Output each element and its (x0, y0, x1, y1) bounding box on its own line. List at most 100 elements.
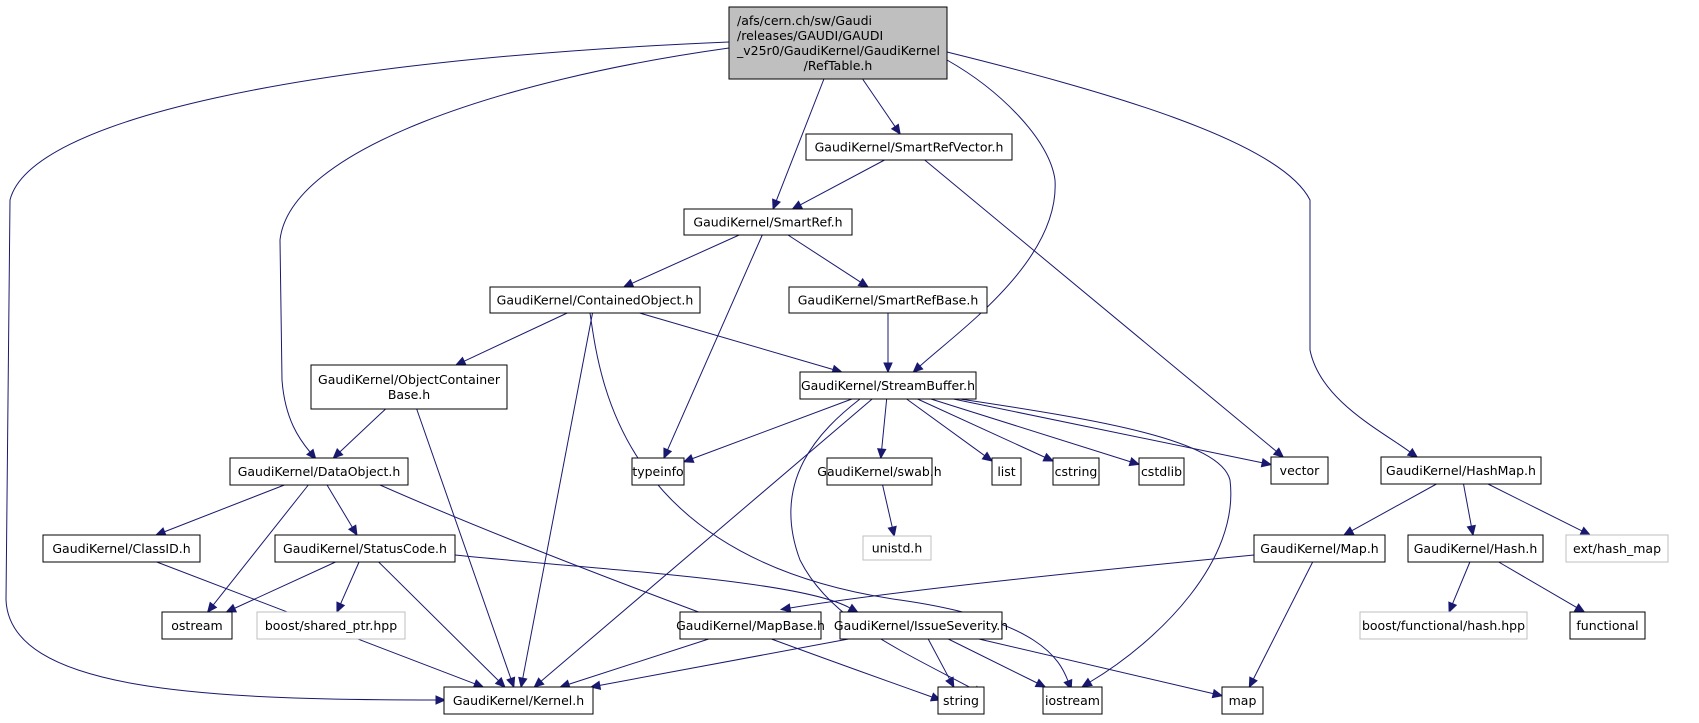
node-swab[interactable]: GaudiKernel/swab.h (817, 457, 942, 486)
edge-line (930, 398, 1131, 463)
edge-line (953, 398, 1263, 464)
arrowhead-icon (306, 448, 317, 460)
edge-containedobject-to-kernel (518, 312, 594, 689)
node-statuscode[interactable]: GaudiKernel/StatusCode.h (274, 534, 456, 563)
node-box (161, 611, 233, 640)
edge-issueseverity-to-iostream (948, 638, 1047, 688)
node-ostream[interactable]: ostream (161, 611, 233, 640)
edge-line (917, 398, 1046, 458)
node-label: typeinfo (632, 464, 683, 479)
node-box (229, 457, 409, 486)
edge-smartrefvector-to-smartref (791, 159, 885, 210)
edge-line (416, 408, 512, 679)
edge-line (1498, 561, 1577, 608)
node-mapbase[interactable]: GaudiKernel/MapBase.h (676, 611, 825, 640)
node-list[interactable]: list (991, 457, 1022, 486)
node-dataobject[interactable]: GaudiKernel/DataObject.h (229, 457, 409, 486)
edge-root-to-smartref (772, 78, 825, 211)
node-box (1052, 457, 1100, 486)
edge-line (1351, 483, 1437, 532)
node-kernel[interactable]: GaudiKernel/Kernel.h (443, 686, 594, 715)
edge-line (212, 484, 309, 606)
edge-line (787, 234, 861, 283)
node-map-h[interactable]: GaudiKernel/Map.h (1253, 534, 1386, 563)
node-hash-h[interactable]: GaudiKernel/Hash.h (1407, 534, 1544, 563)
arrowhead-icon (1128, 457, 1141, 467)
node-label: /releases/GAUDI/GAUDI (737, 28, 883, 43)
edge-hash_h-to-boost_hash (1448, 561, 1471, 614)
node-label: /afs/cern.ch/sw/Gaudi (737, 13, 872, 28)
node-typeinfo[interactable]: typeinfo (631, 457, 685, 486)
edge-hash_h-to-functional (1498, 561, 1586, 613)
node-box (256, 611, 406, 640)
edge-line (919, 59, 1056, 367)
node-string[interactable]: string (937, 686, 985, 715)
arrowhead-icon (1211, 688, 1224, 699)
edge-line (540, 398, 873, 682)
arrowhead-icon (622, 278, 635, 288)
node-hashmap[interactable]: GaudiKernel/HashMap.h (1380, 456, 1542, 485)
edge-line (906, 398, 986, 457)
node-cstring[interactable]: cstring (1052, 457, 1100, 486)
edge-statuscode-to-issueseverity (454, 554, 859, 613)
node-box (1380, 456, 1542, 485)
node-box (937, 686, 985, 715)
arrowhead-icon (1579, 526, 1592, 536)
edge-line (379, 484, 933, 698)
node-issueseverity[interactable]: GaudiKernel/IssueSeverity.h (834, 611, 1008, 640)
arrowhead-icon (506, 676, 516, 689)
arrowhead-icon (332, 448, 344, 459)
node-streambuffer[interactable]: GaudiKernel/StreamBuffer.h (799, 371, 977, 400)
arrowhead-icon (1448, 601, 1458, 614)
arrowhead-icon (533, 677, 545, 688)
edge-line (631, 234, 740, 284)
edge-line (279, 47, 730, 453)
node-functional[interactable]: functional (1569, 611, 1646, 640)
arrowhead-icon (847, 603, 859, 613)
node-label: string (943, 693, 979, 708)
edge-line (454, 554, 851, 609)
arrowhead-icon (472, 679, 485, 689)
node-label: cstdlib (1141, 464, 1182, 479)
edge-smartref-to-smartrefbase (787, 234, 870, 288)
node-box (42, 534, 201, 563)
node-smartrefvector[interactable]: GaudiKernel/SmartRefVector.h (805, 133, 1013, 161)
arrowhead-icon (890, 123, 901, 136)
arrowhead-icon (347, 524, 358, 537)
node-box (1042, 686, 1103, 715)
node-vector[interactable]: vector (1270, 456, 1329, 485)
arrowhead-icon (518, 676, 528, 689)
node-box (1569, 611, 1646, 640)
node-boost-hash: boost/functional/hash.hpp (1359, 611, 1528, 640)
edge-hashmap-to-ext_hash_map (1487, 483, 1592, 536)
arrowhead-icon (1034, 678, 1047, 688)
node-unistd: unistd.h (862, 535, 932, 561)
node-box (679, 611, 822, 640)
edge-line (339, 408, 386, 453)
edge-streambuffer-to-swab (877, 398, 888, 460)
edge-line (946, 51, 1411, 453)
node-smartrefbase[interactable]: GaudiKernel/SmartRefBase.h (788, 286, 988, 314)
edge-smartref-to-typeinfo (663, 234, 763, 460)
arrowhead-icon (1248, 676, 1258, 689)
node-iostream[interactable]: iostream (1042, 686, 1103, 715)
edge-statuscode-to-ostream (225, 561, 336, 613)
node-label: ext/hash_map (1573, 541, 1661, 556)
node-classid[interactable]: GaudiKernel/ClassID.h (42, 534, 201, 563)
edge-line (378, 561, 499, 682)
node-cstdlib[interactable]: cstdlib (1138, 457, 1185, 486)
edge-line (1252, 561, 1314, 680)
edge-streambuffer-to-kernel (533, 398, 873, 688)
node-smartref[interactable]: GaudiKernel/SmartRef.h (683, 208, 853, 236)
node-label: iostream (1045, 693, 1100, 708)
node-box (274, 534, 456, 563)
edge-swab-to-unistd (882, 484, 897, 538)
arrowhead-icon (1406, 447, 1419, 459)
edge-line (667, 234, 763, 450)
edge-dataobject-to-classid (154, 484, 285, 536)
node-box (805, 133, 1013, 161)
node-map[interactable]: map (1221, 686, 1264, 715)
node-label: Base.h (388, 387, 430, 402)
node-containedobject[interactable]: GaudiKernel/ContainedObject.h (489, 286, 701, 314)
